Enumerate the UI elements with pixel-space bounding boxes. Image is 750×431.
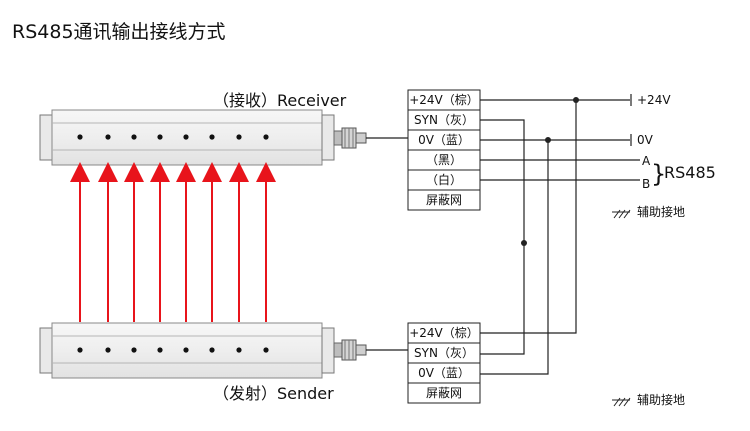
receiver-lens-dot: [263, 134, 269, 140]
ground-label-tx: 辅助接地: [637, 392, 685, 407]
output-b: B: [642, 177, 650, 191]
junction-dot: [545, 137, 551, 143]
wire-zero-tx: [480, 140, 549, 375]
receiver-lens-dot: [105, 134, 111, 140]
receiver-lens-dot: [236, 134, 242, 140]
rs485-label: RS485: [664, 163, 716, 182]
sender-terminal-block: +24V（棕） SYN（灰） 0V（蓝） 屏蔽网: [407, 322, 481, 404]
receiver-terminal-label: +24V（棕）: [409, 92, 479, 107]
wire-plus24-tx: [480, 100, 577, 334]
sender-lens-dot: [157, 347, 163, 353]
sender-connector-icon: [333, 339, 367, 361]
sender-lens-dot: [263, 347, 269, 353]
sender-lens-dot: [77, 347, 83, 353]
output-zero: 0V: [637, 133, 654, 147]
ground-icon: [612, 397, 631, 407]
output-a: A: [642, 154, 651, 168]
sender-terminal-label: SYN（灰）: [414, 346, 474, 360]
sender-label: （发射）Sender: [213, 384, 334, 403]
output-plus24: +24V: [637, 93, 671, 107]
junction-dot: [521, 240, 527, 246]
sender-terminal-label: 屏蔽网: [426, 386, 462, 400]
wiring: [480, 94, 640, 407]
receiver-bar: [39, 109, 335, 166]
junction-dot: [573, 97, 579, 103]
receiver-lens-dot: [209, 134, 215, 140]
sender-terminal-label: 0V（蓝）: [418, 366, 470, 380]
sender-lens-row: [77, 347, 269, 353]
sender-bar: [39, 322, 335, 379]
receiver-lens-dot: [157, 134, 163, 140]
sender-lens-dot: [236, 347, 242, 353]
receiver-lens-row: [77, 134, 269, 140]
receiver-lens-dot: [77, 134, 83, 140]
page-title: RS485通讯输出接线方式: [12, 21, 226, 43]
sender-lens-dot: [209, 347, 215, 353]
sender-terminal-label: +24V（棕）: [409, 325, 479, 340]
ground-label-rx: 辅助接地: [637, 204, 685, 219]
receiver-connector-icon: [333, 127, 367, 149]
sender-lens-dot: [105, 347, 111, 353]
receiver-label: （接收）Receiver: [213, 91, 347, 110]
receiver-lens-dot: [183, 134, 189, 140]
receiver-terminal-label: SYN（灰）: [414, 113, 474, 127]
sender-lens-dot: [131, 347, 137, 353]
receiver-terminal-label: 0V（蓝）: [418, 133, 470, 147]
rs485-brace: }: [651, 160, 666, 188]
receiver-terminal-label: （黑）: [426, 153, 462, 167]
receiver-lens-dot: [131, 134, 137, 140]
wire-syn: [480, 119, 525, 355]
receiver-terminal-block: +24V（棕） SYN（灰） 0V（蓝） （黑） （白） 屏蔽网: [407, 89, 481, 211]
sender-lens-dot: [183, 347, 189, 353]
ground-icon: [612, 209, 631, 219]
receiver-terminal-label: （白）: [426, 172, 462, 187]
receiver-terminal-label: 屏蔽网: [426, 193, 462, 207]
light-beams: [70, 162, 276, 322]
